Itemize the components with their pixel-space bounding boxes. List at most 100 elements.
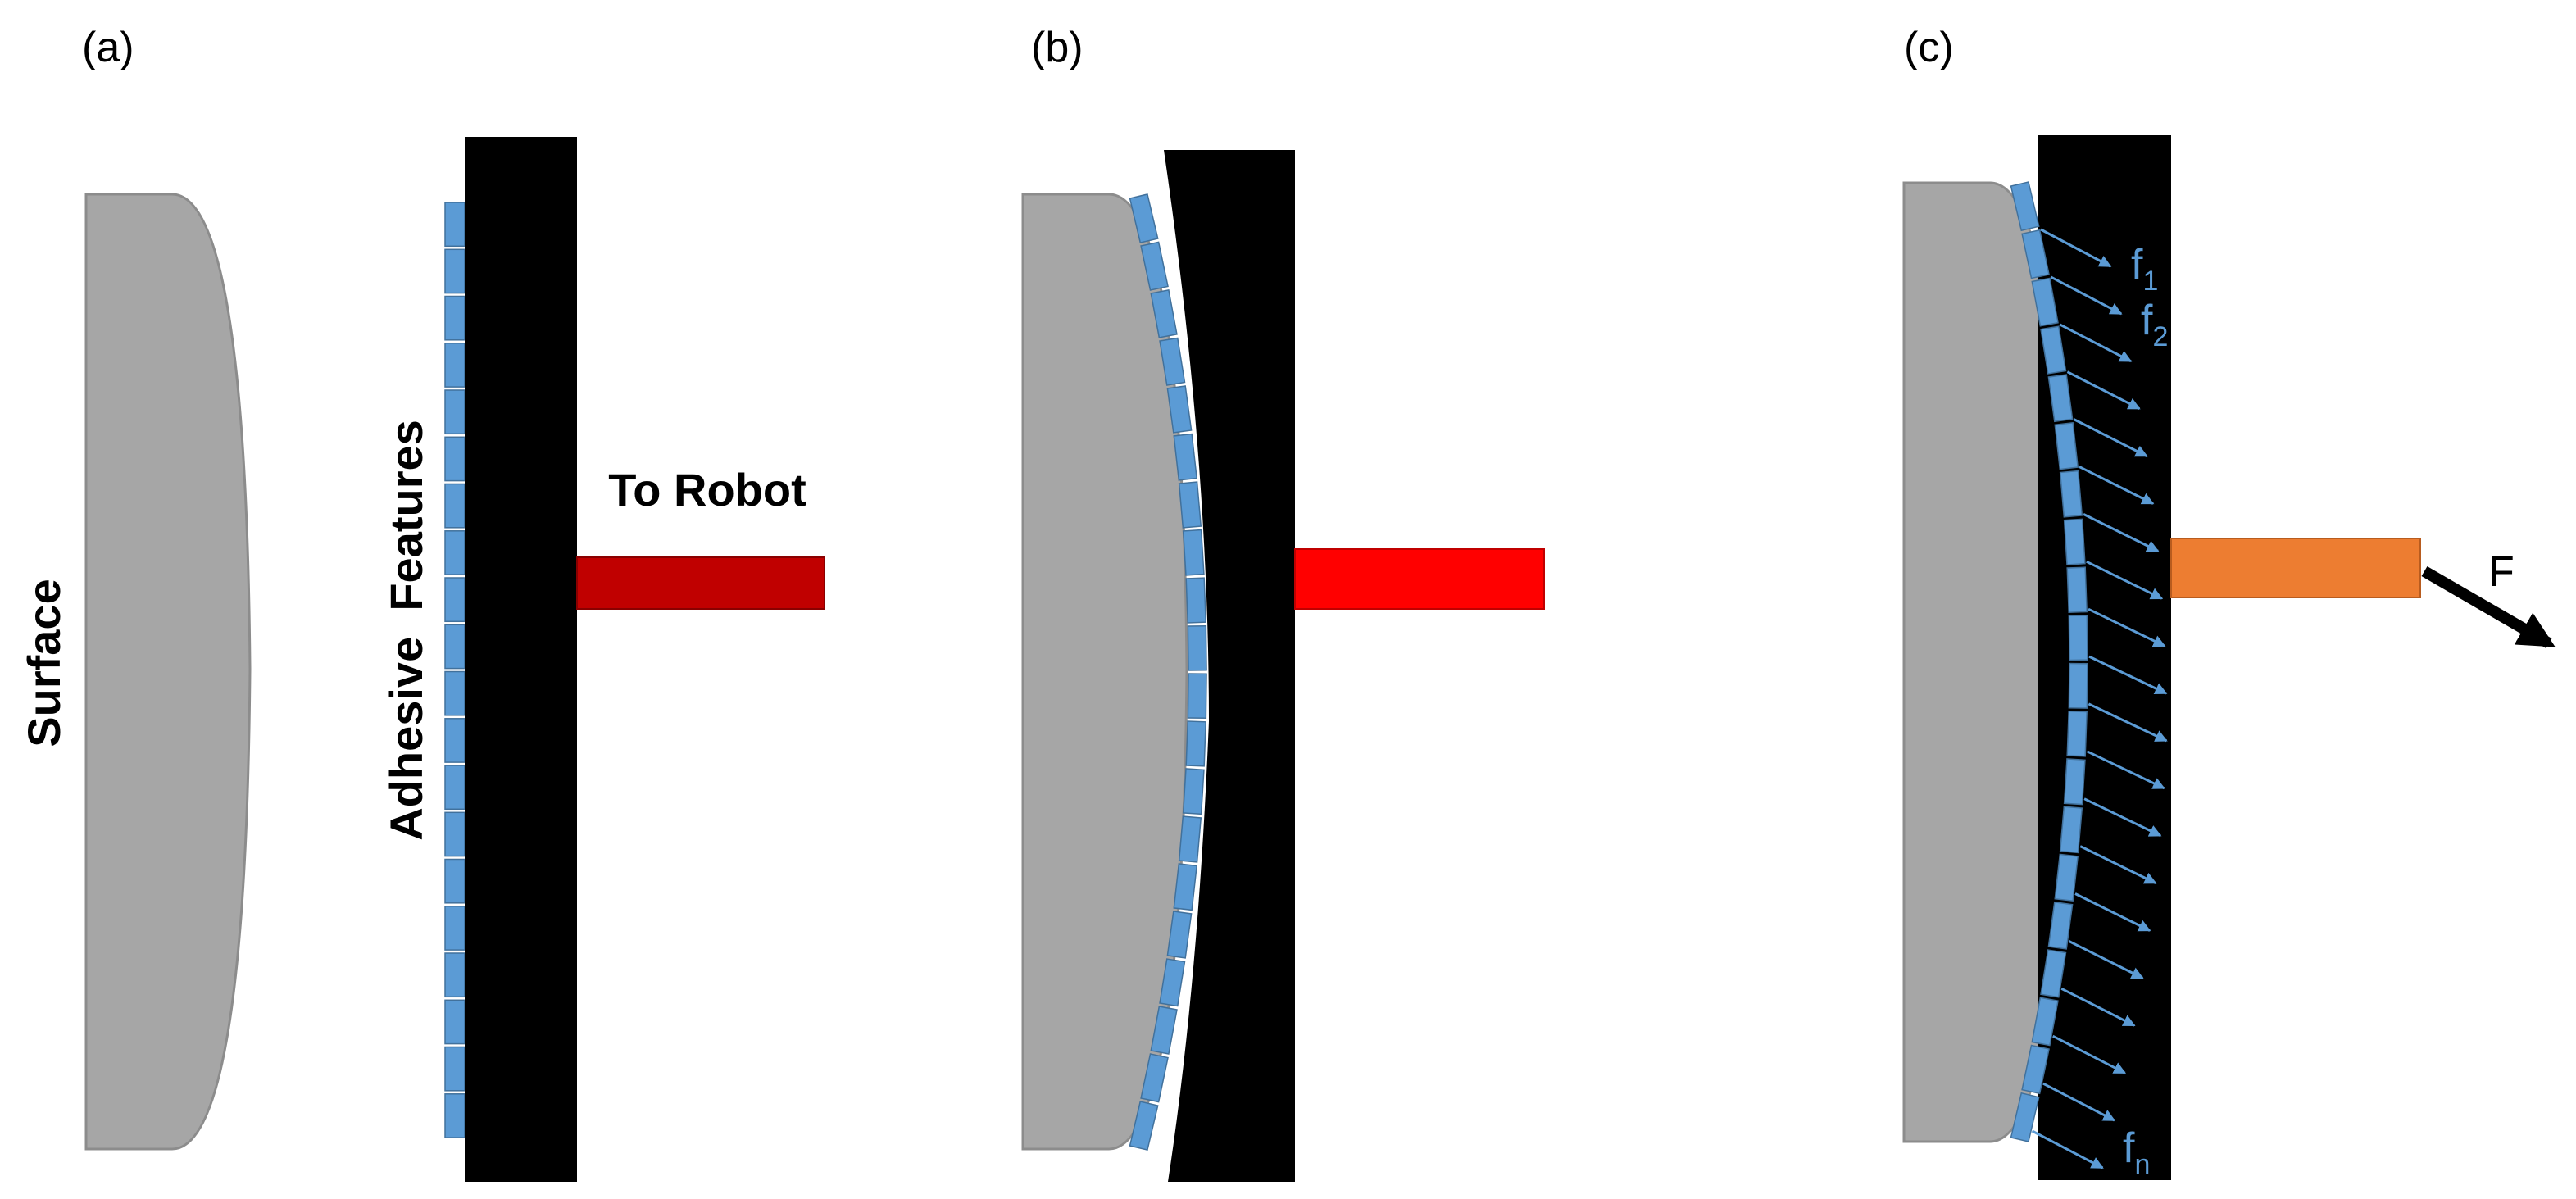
force-arrow (2050, 275, 2123, 316)
adhesive-pad (444, 952, 466, 998)
adhesive-pad (444, 811, 466, 857)
adhesive-pad (444, 999, 466, 1045)
adhesive-pad (2010, 1092, 2040, 1142)
backing-plate-a (465, 137, 577, 1182)
force-arrow (2079, 845, 2157, 884)
adhesive-pad (444, 577, 466, 623)
adhesive-pad (2059, 470, 2083, 518)
surface-label: Surface (18, 579, 70, 747)
adhesive-pads-a (444, 202, 466, 1138)
adhesive-pad (1166, 911, 1193, 959)
robot-arm-a (576, 556, 825, 610)
adhesive-pads-c (2010, 181, 2088, 1142)
adhesive-pad (2066, 710, 2088, 757)
adhesive-pad (444, 343, 466, 388)
adhesive-pad (2054, 853, 2079, 902)
panel-a: (a) Surface Adhesive Features To Robot (18, 24, 825, 1182)
adhesive-pad (2059, 806, 2083, 854)
adhesive-pad (444, 858, 466, 904)
adhesive-pad (2047, 374, 2074, 423)
adhesive-pad (2031, 277, 2059, 327)
adhesive-pad (1187, 624, 1207, 671)
pull-force-arrow (2421, 565, 2556, 649)
adhesive-pad (444, 906, 466, 951)
force-arrow (2083, 513, 2160, 552)
panel-c: (c) f1 f2 fn F (1902, 24, 2556, 1180)
adhesive-pad (444, 389, 466, 435)
adhesive-pad (1129, 1101, 1159, 1151)
adhesive-pad (444, 670, 466, 716)
adhesive-pad (1173, 863, 1198, 911)
adhesive-pad (1159, 958, 1186, 1007)
force-arrow (2031, 1129, 2104, 1169)
adhesive-pad (2040, 325, 2067, 375)
adhesive-pad (2040, 949, 2067, 998)
force-arrow (2074, 892, 2151, 932)
robot-arm-b (1294, 548, 1545, 610)
adhesive-pad (2054, 422, 2079, 470)
adhesive-pad (1185, 577, 1206, 624)
force-arrow (2088, 702, 2168, 743)
adhesive-pad (444, 624, 466, 670)
force-arrow (2042, 1082, 2116, 1122)
surface-a (84, 193, 252, 1151)
adhesive-pad (2063, 758, 2086, 806)
force-arrow (2073, 418, 2148, 457)
adhesive-pad (1140, 1053, 1169, 1103)
force-arrow (2079, 466, 2155, 505)
adhesive-pad (1173, 433, 1197, 481)
adhesive-pad (1187, 673, 1207, 720)
force-arrow (2060, 987, 2136, 1027)
adhesive-pad (2063, 518, 2086, 565)
backing-plate-b (1164, 150, 1295, 1182)
distributed-force-arrows (2031, 228, 2168, 1169)
force-label-f1: f1 (2131, 241, 2158, 297)
panel-c-label: (c) (1904, 24, 1954, 71)
force-label-fn: fn (2123, 1124, 2150, 1180)
adhesive-pad (1129, 193, 1159, 243)
adhesive-pad (1150, 289, 1178, 338)
force-arrow (2083, 797, 2162, 838)
force-arrow (2040, 228, 2112, 268)
adhesive-pad (1140, 241, 1169, 291)
adhesive-pad (1150, 1006, 1178, 1055)
force-arrow (2066, 370, 2141, 411)
adhesive-pad (444, 718, 466, 763)
adhesive-pad (444, 436, 466, 482)
adhesive-pad (444, 765, 466, 811)
force-arrow (2052, 1034, 2127, 1074)
adhesive-pad (444, 295, 466, 341)
adhesive-pad (444, 483, 466, 529)
robot-arm-c (2170, 538, 2421, 598)
adhesive-pad (444, 1093, 466, 1138)
adhesive-pad (1159, 337, 1186, 386)
adhesive-pad (444, 1046, 466, 1092)
adhesive-pad (444, 202, 466, 248)
panel-a-label: (a) (82, 24, 134, 71)
adhesive-pad (1178, 815, 1202, 863)
adhesive-pad (2068, 662, 2088, 709)
adhesive-pad (2010, 181, 2040, 232)
to-robot-label: To Robot (608, 464, 806, 515)
adhesive-pad (2047, 901, 2074, 950)
adhesive-pad (1182, 768, 1205, 815)
force-label-f2: f2 (2141, 297, 2168, 352)
force-arrow (2068, 940, 2144, 979)
adhesive-features-label: Adhesive Features (380, 420, 432, 841)
panel-b: (b) (1021, 24, 1545, 1182)
force-arrow (2059, 323, 2133, 363)
adhesive-pad (1166, 385, 1193, 434)
force-arrow (2086, 560, 2164, 600)
adhesive-pads-b (1129, 193, 1207, 1151)
adhesive-pad (1178, 481, 1202, 529)
adhesive-pad (1182, 529, 1205, 576)
pull-force-label: F (2488, 548, 2515, 596)
adhesive-pad (444, 530, 466, 575)
adhesive-pad (2066, 566, 2088, 614)
backing-plate-c (2038, 135, 2171, 1180)
adhesive-pad (2068, 615, 2088, 661)
adhesive-pad (444, 248, 466, 294)
adhesive-pad (2031, 997, 2059, 1047)
force-arrow (2086, 750, 2165, 790)
